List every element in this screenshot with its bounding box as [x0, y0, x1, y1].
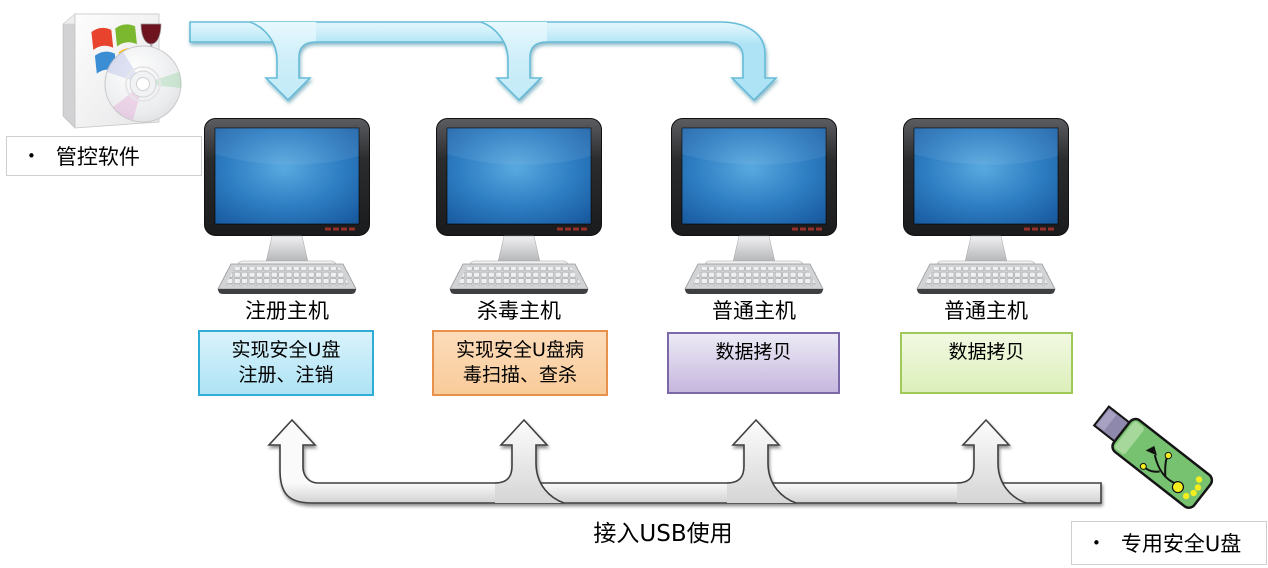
computer-icon	[204, 118, 370, 296]
computer-normal-host-1	[671, 118, 837, 296]
host-label-registration: 注册主机	[245, 299, 329, 323]
computer-icon	[903, 118, 1069, 296]
software-legend-label: 管控软件	[55, 145, 140, 169]
function-box-line: 毒扫描、查杀	[462, 364, 577, 387]
function-box-line: 数据拷贝	[948, 341, 1025, 363]
usb-legend-label: 专用安全U盘	[1120, 532, 1242, 556]
cd-disc-icon	[104, 45, 182, 123]
function-box-registration: 实现安全U盘 注册、注销	[198, 330, 374, 396]
usb-usage-caption: 接入USB使用	[593, 521, 733, 547]
function-box-antivirus: 实现安全U盘病 毒扫描、查杀	[432, 330, 608, 396]
function-box-copy-1: 数据拷贝	[667, 332, 840, 394]
usb-trident-icon	[1139, 445, 1185, 494]
function-box-line: 注册、注销	[238, 364, 334, 387]
computer-registration-host	[204, 118, 370, 296]
function-box-copy-2: 数据拷贝	[900, 332, 1073, 394]
host-label-normal-2: 普通主机	[944, 299, 1028, 323]
bullet-icon: •	[1092, 534, 1101, 552]
function-box-line: 数据拷贝	[715, 341, 792, 363]
software-legend: • 管控软件	[6, 136, 202, 176]
computer-normal-host-2	[903, 118, 1069, 296]
computer-icon	[671, 118, 837, 296]
host-label-normal-1: 普通主机	[712, 299, 796, 323]
host-label-antivirus: 杀毒主机	[477, 299, 561, 323]
function-box-line: 实现安全U盘	[231, 339, 341, 361]
usb-drive-icon	[1092, 405, 1214, 509]
computer-antivirus-host	[436, 118, 602, 296]
windows-software-box-icon	[62, 13, 182, 129]
bullet-icon: •	[27, 147, 36, 165]
function-box-line: 实现安全U盘病	[456, 339, 584, 361]
computer-icon	[436, 118, 602, 296]
usb-legend: • 专用安全U盘	[1071, 521, 1267, 565]
